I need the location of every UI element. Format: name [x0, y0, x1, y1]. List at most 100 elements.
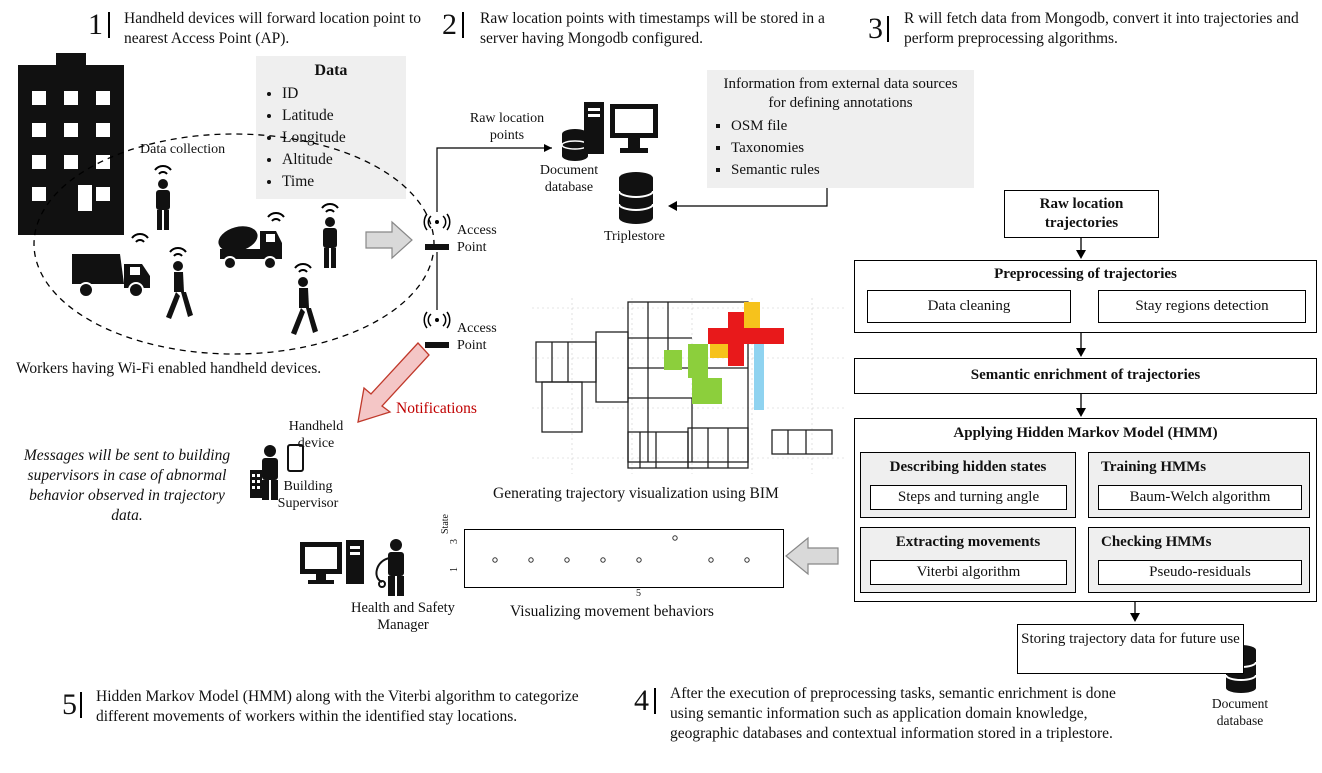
state-plot — [492, 535, 750, 563]
building-icon — [18, 53, 124, 235]
step-3-number: 3 — [868, 12, 883, 45]
plot-ytick-1: 1 — [449, 567, 460, 572]
notifications-arrow — [357, 342, 430, 423]
step-1-text: Handheld devices will forward location p… — [124, 10, 422, 47]
visualizing-caption: Visualizing movement behaviors — [510, 603, 714, 620]
document-database-icon-1 — [561, 102, 658, 161]
external-source-item: Semantic rules — [731, 159, 974, 181]
step-3-text: R will fetch data from Mongodb, convert … — [904, 10, 1299, 47]
workers-caption: Workers having Wi-Fi enabled handheld de… — [16, 360, 322, 377]
step-5-divider — [80, 692, 82, 718]
data-collection-label: Data collection — [140, 142, 226, 157]
data-field: ID — [282, 83, 406, 105]
raw-trajectories-box: Raw location trajectories — [1004, 190, 1159, 238]
training-hmms-panel: Training HMMs Baum-Welch algorithm — [1088, 452, 1310, 518]
access-point-1-label: Access Point — [457, 223, 497, 255]
plot-ylabel: State — [440, 514, 451, 534]
walking-worker-icon-1 — [166, 247, 193, 319]
access-point-icon-1 — [423, 213, 451, 250]
step-2-number: 2 — [442, 8, 457, 41]
concrete-mixer-icon — [218, 212, 285, 270]
bim-caption: Generating trajectory visualization usin… — [493, 485, 779, 502]
triplestore-label: Triplestore — [604, 229, 665, 244]
arrow-to-access-point — [365, 220, 413, 260]
hmm-box: Applying Hidden Markov Model (HMM) Descr… — [854, 418, 1317, 602]
data-fields-box: Data ID Latitude Longitude Altitude Time — [256, 56, 406, 199]
worker-icon-2 — [321, 203, 339, 268]
step-2-divider — [462, 12, 464, 38]
handheld-device-label: Handheld device — [288, 419, 344, 451]
data-field: Longitude — [282, 127, 406, 149]
state-point — [636, 557, 642, 563]
describing-states-title: Describing hidden states — [889, 459, 1047, 475]
external-sources-list: OSM file Taxonomies Semantic rules — [707, 115, 974, 181]
checking-hmms-title: Checking HMMs — [1101, 534, 1212, 550]
storing-box: Storing trajectory data for future use — [1017, 624, 1244, 674]
access-point-icon-2 — [423, 311, 451, 348]
baum-welch-box: Baum-Welch algorithm — [1098, 485, 1302, 510]
external-to-triplestore-line — [672, 186, 828, 207]
extracting-movements-panel: Extracting movements Viterbi algorithm — [860, 527, 1076, 593]
stay-regions-box: Stay regions detection — [1098, 290, 1306, 323]
messages-note: Messages will be sent to building superv… — [23, 447, 231, 524]
state-point — [528, 557, 534, 563]
step-4-number: 4 — [634, 684, 649, 717]
step-2-text: Raw location points with timestamps will… — [480, 10, 825, 47]
notifications-label: Notifications — [396, 400, 477, 417]
steps-angle-box: Steps and turning angle — [870, 485, 1067, 510]
checking-hmms-panel: Checking HMMs Pseudo-residuals — [1088, 527, 1310, 593]
access-point-2-label: Access Point — [457, 321, 497, 353]
health-safety-computer-icon — [300, 540, 364, 584]
external-source-item: OSM file — [731, 115, 974, 137]
plot-xtick: 5 — [636, 588, 641, 599]
document-database-label-1: Document database — [539, 163, 599, 195]
data-field: Altitude — [282, 149, 406, 171]
building-supervisor-icon — [250, 444, 304, 500]
state-point — [708, 557, 714, 563]
step-3-divider — [887, 16, 889, 42]
step-4-divider — [654, 688, 656, 714]
semantic-enrichment-box: Semantic enrichment of trajectories — [854, 358, 1317, 394]
external-source-item: Taxonomies — [731, 137, 974, 159]
state-point — [564, 557, 570, 563]
state-plot-frame — [464, 529, 784, 588]
preprocessing-title: Preprocessing of trajectories — [994, 266, 1177, 282]
pseudo-residuals-box: Pseudo-residuals — [1098, 560, 1302, 585]
arrow-hmm-to-plot — [785, 536, 839, 576]
hmm-title: Applying Hidden Markov Model (HMM) — [953, 425, 1218, 441]
walking-worker-icon-2 — [291, 263, 318, 335]
state-point — [492, 557, 498, 563]
building-supervisor-label: Building Supervisor — [277, 479, 339, 511]
triplestore-icon — [618, 172, 654, 224]
data-fields-list: ID Latitude Longitude Altitude Time — [256, 83, 406, 193]
health-safety-manager-icon — [375, 539, 404, 596]
data-cleaning-box: Data cleaning — [867, 290, 1071, 323]
state-point — [600, 557, 606, 563]
worker-icon-1 — [154, 165, 172, 230]
ap-to-database-line — [436, 147, 552, 212]
external-sources-title: Information from external data sources f… — [723, 76, 958, 111]
step-1-divider — [108, 12, 110, 38]
plot-ytick-3: 3 — [449, 539, 460, 544]
health-safety-label: Health and Safety Manager — [351, 600, 455, 633]
extracting-movements-title: Extracting movements — [895, 534, 1041, 550]
step-5-number: 5 — [62, 688, 77, 721]
step-4-text: After the execution of preprocessing tas… — [670, 685, 1116, 742]
step-1-number: 1 — [88, 8, 103, 41]
preprocessing-box: Preprocessing of trajectories Data clean… — [854, 260, 1317, 333]
bim-floor-plan — [532, 298, 844, 474]
state-point — [672, 535, 678, 541]
state-point — [744, 557, 750, 563]
training-hmms-title: Training HMMs — [1101, 459, 1207, 475]
document-database-label-2: Document database — [1211, 696, 1269, 728]
external-sources-box: Information from external data sources f… — [707, 70, 974, 188]
step-5-text: Hidden Markov Model (HMM) along with the… — [96, 688, 579, 725]
dump-truck-icon — [72, 233, 150, 298]
data-field: Time — [282, 171, 406, 193]
viterbi-box: Viterbi algorithm — [870, 560, 1067, 585]
data-field: Latitude — [282, 105, 406, 127]
data-box-title: Data — [314, 62, 348, 79]
raw-location-points-label: Raw location points — [469, 111, 545, 143]
describing-states-panel: Describing hidden states Steps and turni… — [860, 452, 1076, 518]
